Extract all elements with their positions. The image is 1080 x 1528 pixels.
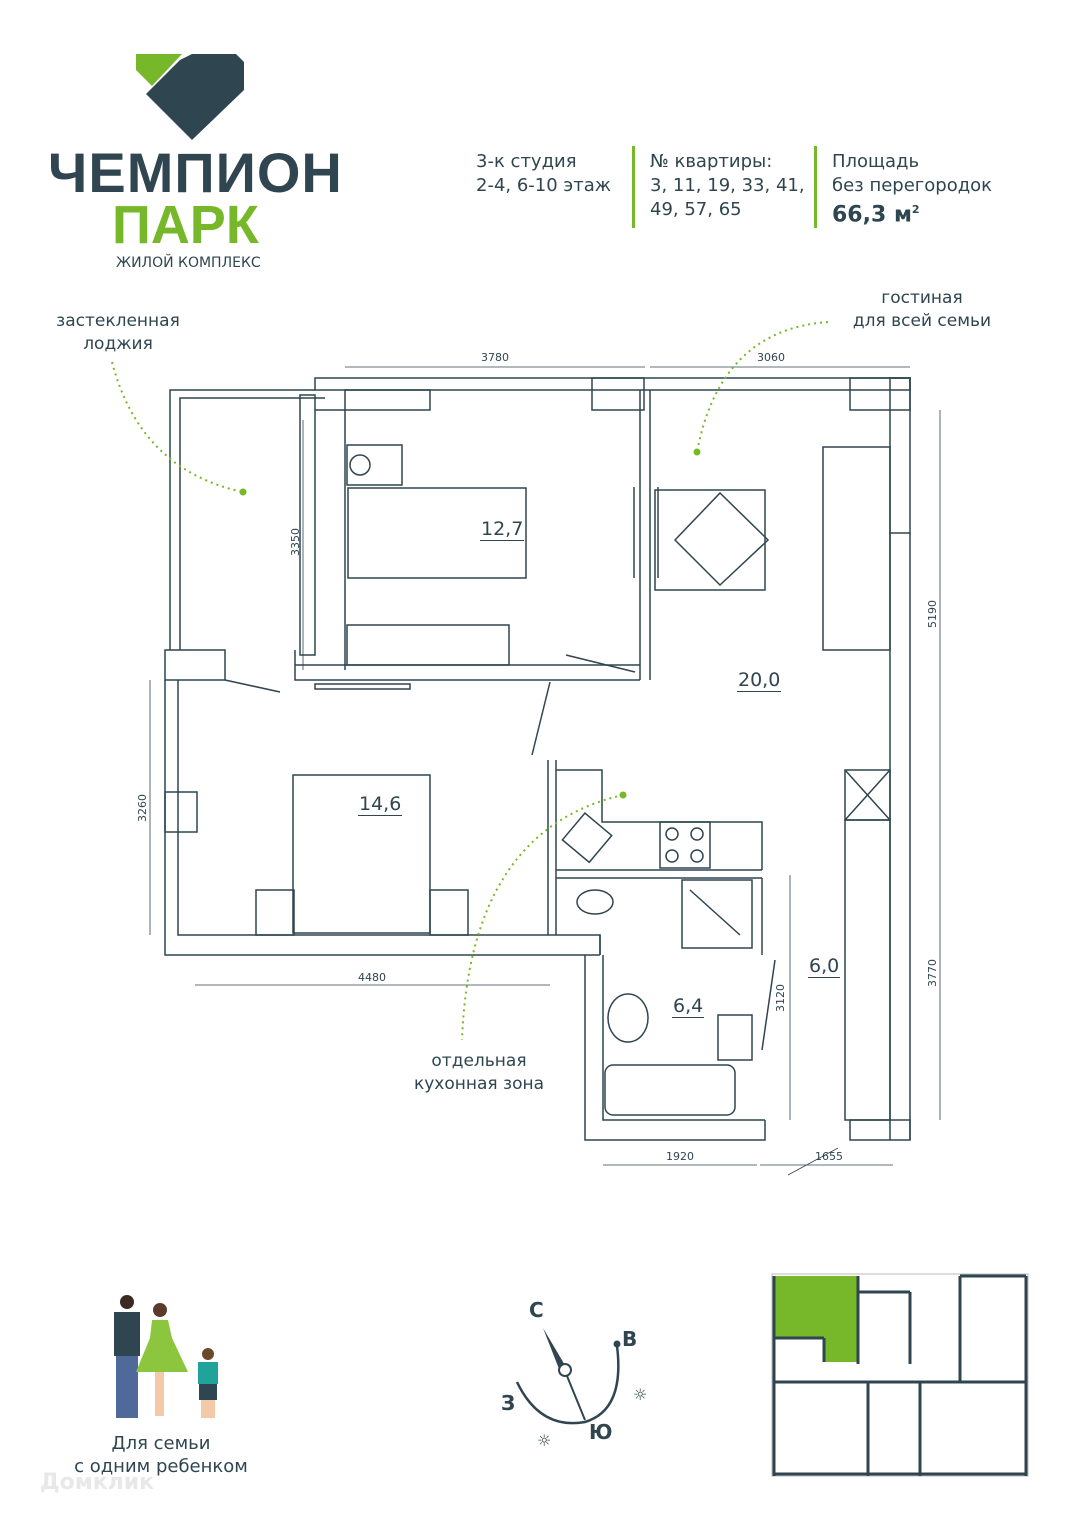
compass-west: З	[501, 1391, 516, 1415]
divider	[814, 146, 817, 228]
caption-text: с одним ребенком	[74, 1456, 248, 1477]
dimension-label: 3780	[481, 351, 509, 364]
dimension-label: 4480	[358, 971, 386, 984]
floors-text: 2-4, 6-10 этаж	[476, 175, 612, 196]
annotation-text: отдельная	[431, 1051, 527, 1071]
annotation-text: гостиная	[881, 288, 963, 308]
annotation-text: лоджия	[83, 334, 153, 354]
dimension-label: 3770	[926, 959, 939, 987]
room-area-bedroom-1: 12,7	[480, 518, 525, 541]
highlighted-apartment	[774, 1276, 858, 1362]
family-caption: Для семьи с одним ребенком	[56, 1432, 266, 1478]
dimension-label: 5190	[926, 600, 939, 628]
annotation-text: для всей семьи	[852, 311, 992, 331]
divider	[632, 146, 635, 228]
annotation-text: кухонная зона	[413, 1074, 545, 1094]
compass-south: Ю	[589, 1420, 613, 1444]
caption-text: Для семьи	[111, 1433, 211, 1454]
apartments-label: № квартиры:	[650, 151, 773, 172]
apartments-list: 3, 11, 19, 33, 41,	[650, 175, 805, 196]
room-area-living: 20,0	[737, 669, 782, 692]
room-area-bathroom: 6,4	[672, 995, 705, 1018]
logo-heart-icon	[136, 54, 244, 140]
dimension-label: 3060	[757, 351, 785, 364]
living-annotation: гостиная для всей семьи	[836, 287, 1008, 333]
logo-title: ЧЕМПИОН	[48, 141, 343, 204]
apartments-list: 49, 57, 65	[650, 199, 742, 220]
dimension-label: 3260	[136, 794, 149, 822]
area-label: без перегородок	[832, 175, 993, 196]
watermark: Домклик	[40, 1470, 155, 1495]
walls	[164, 377, 911, 1141]
room-area-hall: 6,0	[808, 955, 841, 978]
area-block: Площадь без перегородок 66,3 м2	[832, 150, 992, 227]
sun-icon: ☼	[537, 1431, 551, 1450]
loggia-annotation: застекленная лоджия	[40, 310, 196, 356]
family-illustration	[114, 1295, 218, 1418]
annotation-text: застекленная	[56, 311, 180, 331]
compass-east: В	[622, 1327, 638, 1351]
dimension-label: 1920	[666, 1150, 694, 1163]
dimension-label: 3350	[289, 528, 302, 556]
compass-icon: ☼ ☼	[515, 1328, 647, 1450]
compass-north: С	[529, 1298, 544, 1322]
annotation-leaders	[111, 321, 829, 1041]
sun-icon: ☼	[633, 1385, 647, 1404]
area-unit-sup: 2	[911, 203, 920, 216]
annotation-dots	[239, 448, 701, 799]
floor-plan	[111, 321, 941, 1176]
kitchen-annotation: отдельная кухонная зона	[398, 1050, 560, 1096]
logo-tagline: ЖИЛОЙ КОМПЛЕКС	[116, 255, 261, 271]
dimension-label: 1655	[815, 1150, 843, 1163]
dimension-label: 3120	[774, 984, 787, 1012]
area-number: 66,3 м	[832, 202, 912, 228]
apartment-type: 3-к студия 2-4, 6-10 этаж	[476, 150, 611, 198]
area-value: 66,3 м2	[832, 198, 992, 227]
room-area-bedroom-2: 14,6	[358, 793, 403, 816]
logo-subtitle: ПАРК	[112, 195, 259, 255]
area-label: Площадь	[832, 151, 920, 172]
type-text: 3-к студия	[476, 151, 577, 172]
apartment-numbers: № квартиры: 3, 11, 19, 33, 41, 49, 57, 6…	[650, 150, 805, 222]
key-plan	[771, 1273, 1029, 1477]
dimension-lines	[149, 366, 941, 1176]
